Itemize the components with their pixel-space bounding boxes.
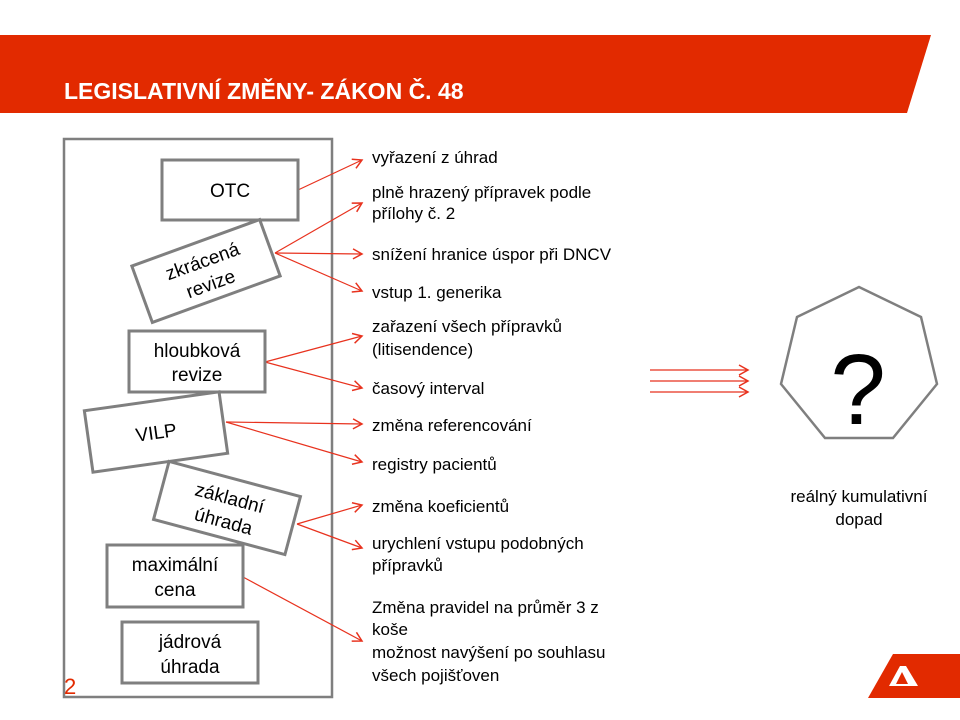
- impact-item: zařazení všech přípravků: [372, 317, 562, 336]
- arrow: [274, 248, 364, 260]
- arrow: [264, 332, 364, 363]
- impact-item: urychlení vstupu podobných: [372, 534, 584, 553]
- question-mark: ?: [830, 334, 886, 446]
- arrow: [242, 576, 364, 642]
- impact-item: změna koeficientů: [372, 497, 509, 516]
- categories-container: [62, 137, 334, 699]
- box-zkracena-revize: zkrácená revize: [129, 217, 283, 325]
- title-banner: [0, 35, 931, 113]
- impact-item: Změna pravidel na průměr 3 z: [372, 598, 599, 617]
- arrow: [264, 361, 364, 392]
- page-number: 2: [64, 674, 76, 699]
- box-label: úhrada: [160, 657, 220, 678]
- box-maximalni-cena: maximální cena: [105, 543, 245, 609]
- box-label: jádrová: [158, 632, 222, 653]
- impact-item: možnost navýšení po souhlasu: [372, 643, 605, 662]
- arrow: [274, 202, 364, 254]
- impact-list: vyřazení z úhrad plně hrazený přípravek …: [372, 148, 612, 685]
- impact-item: všech pojišťoven: [372, 666, 499, 685]
- impact-item: snížení hranice úspor při DNCV: [372, 245, 612, 264]
- impact-item: koše: [372, 620, 408, 639]
- box-label: revize: [172, 365, 223, 386]
- box-otc: OTC: [160, 158, 300, 222]
- impact-item: (litisendence): [372, 340, 473, 359]
- connector-arrows: [225, 158, 750, 642]
- box-label: cena: [154, 580, 196, 601]
- box-vilp: VILP: [82, 390, 230, 474]
- result-label: reálný kumulativní: [790, 487, 927, 506]
- box-zakladni-uhrada: základní úhrada: [151, 459, 303, 557]
- impact-item: vyřazení z úhrad: [372, 148, 498, 167]
- impact-item: registry pacientů: [372, 455, 497, 474]
- impact-item: přípravků: [372, 556, 443, 575]
- logo-icon: [868, 654, 960, 698]
- impact-item: plně hrazený přípravek podle: [372, 183, 591, 202]
- result-heptagon: [779, 285, 939, 440]
- impact-item: změna referencování: [372, 416, 532, 435]
- box-label: OTC: [210, 181, 250, 202]
- slide-title: LEGISLATIVNÍ ZMĚNY- ZÁKON Č. 48: [64, 77, 464, 104]
- box-jadrova-uhrada: jádrová úhrada: [120, 620, 260, 685]
- impact-item: časový interval: [372, 379, 484, 398]
- impact-item: přílohy č. 2: [372, 204, 455, 223]
- arrow: [225, 421, 364, 465]
- impact-item: vstup 1. generika: [372, 283, 502, 302]
- arrow: [297, 158, 364, 191]
- arrow: [274, 252, 364, 293]
- arrow: [296, 523, 364, 551]
- arrow: [225, 418, 364, 430]
- box-hloubkova-revize: hloubková revize: [127, 329, 267, 394]
- box-label: maximální: [132, 555, 219, 576]
- result-label: dopad: [835, 510, 882, 529]
- box-label: hloubková: [154, 341, 241, 362]
- arrow: [296, 501, 364, 525]
